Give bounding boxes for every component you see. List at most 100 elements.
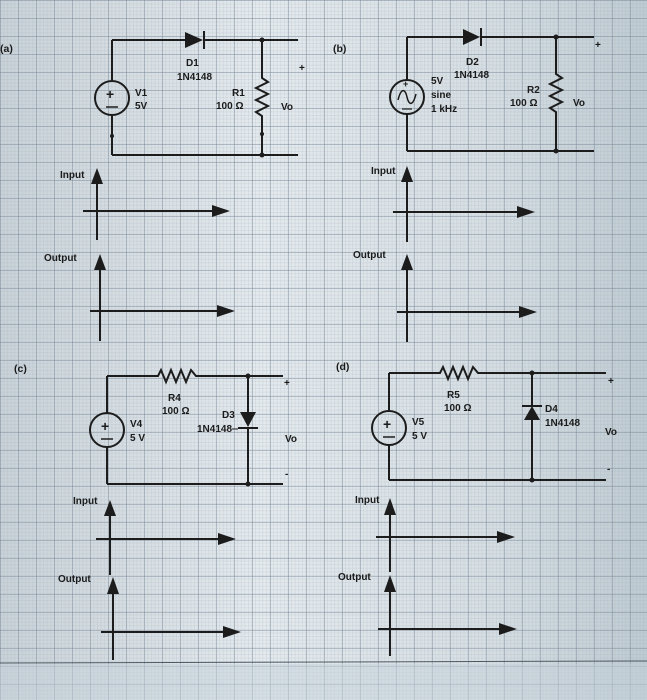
output-plot-label: Output — [44, 253, 77, 264]
output-minus: - — [607, 464, 610, 475]
y-axis-arrow-icon — [401, 166, 413, 182]
sheet-bottom-margin — [0, 664, 647, 700]
diode-name: D1 — [186, 58, 199, 69]
junction-node — [260, 132, 264, 136]
resistor-r4-icon — [107, 367, 283, 385]
circuit-d: + R5 100 Ω D4 1N4148 V5 5 V Vo + - — [371, 364, 617, 483]
y-axis-arrow-icon — [104, 500, 116, 516]
resistor-name: R1 — [232, 88, 245, 99]
output-label: Vo — [605, 427, 617, 438]
source-name: V4 — [130, 419, 143, 430]
junction-node — [259, 37, 265, 43]
x-axis-arrow-icon — [499, 623, 517, 635]
resistor-r5-icon — [389, 364, 606, 382]
junction-node — [553, 148, 559, 154]
panel-label: (c) — [14, 363, 27, 375]
x-axis-arrow-icon — [212, 205, 230, 217]
plus-sign-icon: + — [101, 418, 109, 434]
resistor-r2-icon — [547, 37, 565, 151]
input-plot-label: Input — [355, 495, 380, 506]
x-axis-arrow-icon — [217, 305, 235, 317]
plus-sign-icon: + — [383, 416, 391, 432]
y-axis-arrow-icon — [94, 254, 106, 270]
plus-sign-icon: + — [106, 86, 114, 102]
resistor-value: 100 Ω — [216, 101, 243, 112]
x-axis-arrow-icon — [497, 531, 515, 543]
plots-a: Input Output — [44, 168, 235, 341]
input-plot-label: Input — [371, 166, 396, 177]
plots-b: Input Output — [353, 166, 537, 342]
diode-part: 1N4148 — [197, 424, 232, 435]
circuit-b: + D2 1N4148 5V sine 1 kHz R2 100 Ω Vo + — [389, 28, 601, 154]
resistor-name: R5 — [447, 390, 460, 401]
sheet-edge-line — [0, 660, 647, 664]
output-plot-label: Output — [58, 574, 91, 585]
junction-node — [245, 481, 251, 487]
diode-name: D2 — [466, 57, 479, 68]
diode-name: D4 — [545, 404, 558, 415]
output-plus: + — [284, 378, 290, 389]
panel-d: (d) + R5 100 Ω D4 1N4148 V5 5 V Vo + - I… — [336, 361, 617, 656]
diode-part: 1N4148 — [454, 70, 489, 81]
output-plot-label: Output — [353, 250, 386, 261]
source-value: sine — [431, 90, 451, 101]
diode-d1-icon — [185, 32, 203, 48]
panel-c: (c) + R4 100 Ω D3 1N4148 V4 5 V Vo + - I… — [14, 363, 297, 660]
output-plus: + — [299, 63, 305, 74]
y-axis-arrow-icon — [384, 575, 396, 592]
output-plus: + — [595, 40, 601, 51]
ac-source-icon — [389, 79, 425, 115]
diode-part: 1N4148 — [177, 72, 212, 83]
panel-label: (b) — [333, 43, 346, 55]
junction-node — [110, 134, 114, 138]
output-plot-label: Output — [338, 572, 371, 583]
dc-source-v4-icon — [89, 412, 125, 448]
diode-d2-icon — [463, 29, 480, 45]
y-axis-arrow-icon — [107, 577, 119, 594]
junction-node — [529, 477, 535, 483]
diode-name: D3 — [222, 410, 235, 421]
source-value: 5 V — [130, 433, 145, 444]
source-name: V5 — [412, 417, 425, 428]
diode-d3-icon — [240, 412, 256, 427]
source-value: 5V — [135, 101, 148, 112]
output-label: Vo — [285, 434, 297, 445]
resistor-name: R4 — [168, 393, 181, 404]
resistor-r1-icon — [253, 40, 271, 155]
source-frequency: 1 kHz — [431, 104, 457, 115]
source-name: V1 — [135, 88, 148, 99]
x-axis-arrow-icon — [223, 626, 241, 638]
x-axis-arrow-icon — [218, 533, 236, 545]
junction-node — [529, 370, 535, 376]
input-plot-label: Input — [73, 496, 98, 507]
resistor-name: R2 — [527, 85, 540, 96]
junction-node — [245, 373, 251, 379]
panel-b: (b) + D2 1N4148 5V sine 1 kHz R2 100 Ω V… — [333, 28, 601, 342]
junction-node — [259, 152, 265, 158]
output-plus: + — [608, 376, 614, 387]
circuit-a: + D1 1N4148 V1 5V R1 100 Ω Vo + — [94, 31, 305, 158]
dc-source-v5-icon — [371, 410, 407, 446]
plus-sign-icon: + — [403, 79, 408, 89]
output-label: Vo — [573, 98, 585, 109]
y-axis-arrow-icon — [401, 254, 413, 270]
junction-node — [553, 34, 559, 40]
resistor-value: 100 Ω — [444, 403, 471, 414]
plots-c: Input Output — [58, 496, 241, 660]
x-axis-arrow-icon — [517, 206, 535, 218]
x-axis-arrow-icon — [519, 306, 537, 318]
y-axis-arrow-icon — [91, 168, 103, 184]
panel-a: (a) + D1 1N4148 V1 5V R1 10 — [0, 31, 305, 341]
y-axis-arrow-icon — [384, 498, 396, 515]
output-label: Vo — [281, 102, 293, 113]
circuit-c: + R4 100 Ω D3 1N4148 V4 5 V Vo + - — [89, 367, 297, 487]
panel-label: (d) — [336, 361, 349, 373]
diode-d4-icon — [524, 406, 540, 420]
source-name: 5V — [431, 76, 444, 87]
diode-part: 1N4148 — [545, 418, 580, 429]
sine-wave-icon — [397, 89, 417, 105]
resistor-value: 100 Ω — [162, 406, 189, 417]
resistor-value: 100 Ω — [510, 98, 537, 109]
